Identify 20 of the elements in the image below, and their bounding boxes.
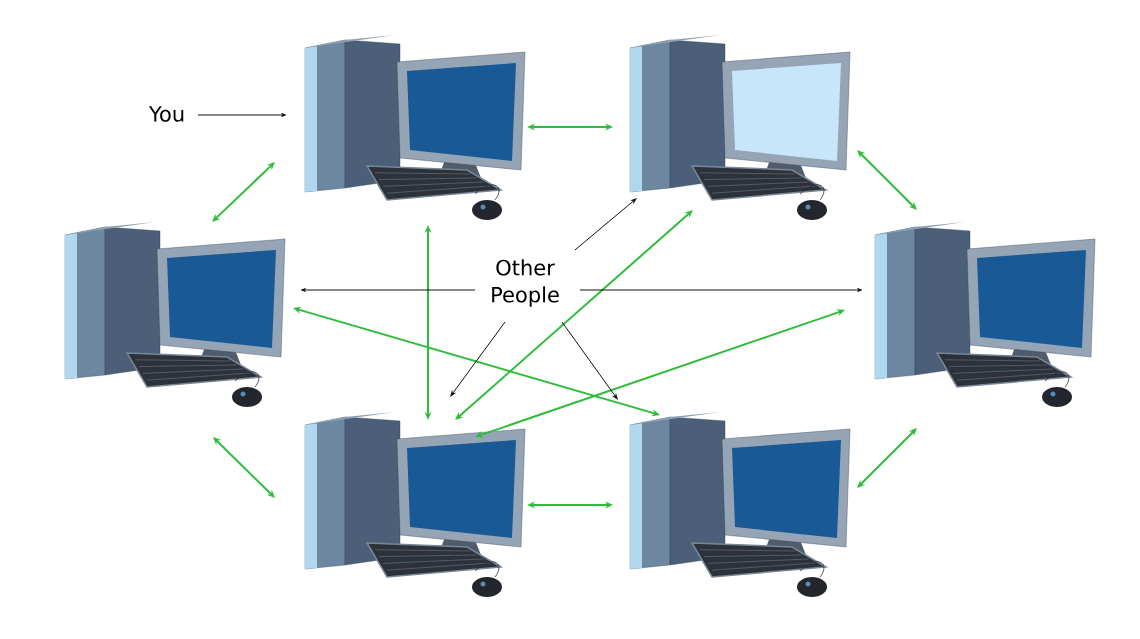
- node-text: You: [148, 106, 184, 122]
- arrow: [475, 309, 845, 438]
- arrow: [857, 428, 917, 488]
- computer-drawing: [874, 222, 1096, 407]
- node-text: Other People: [492, 259, 559, 307]
- computer-drawing: [304, 35, 526, 220]
- computer-drawing: [629, 35, 851, 220]
- arrow: [213, 437, 275, 498]
- arrow: [212, 162, 275, 222]
- arrow: [450, 321, 506, 397]
- computer-drawing: [629, 412, 851, 597]
- arrow: [301, 288, 476, 292]
- arrow: [857, 150, 917, 210]
- arrow: [455, 210, 693, 420]
- arrow: [197, 113, 286, 117]
- computer-drawing: [304, 412, 526, 597]
- arrow: [579, 288, 862, 292]
- arrow: [574, 198, 637, 251]
- arrow: [561, 321, 618, 400]
- computer-drawing: [64, 222, 286, 407]
